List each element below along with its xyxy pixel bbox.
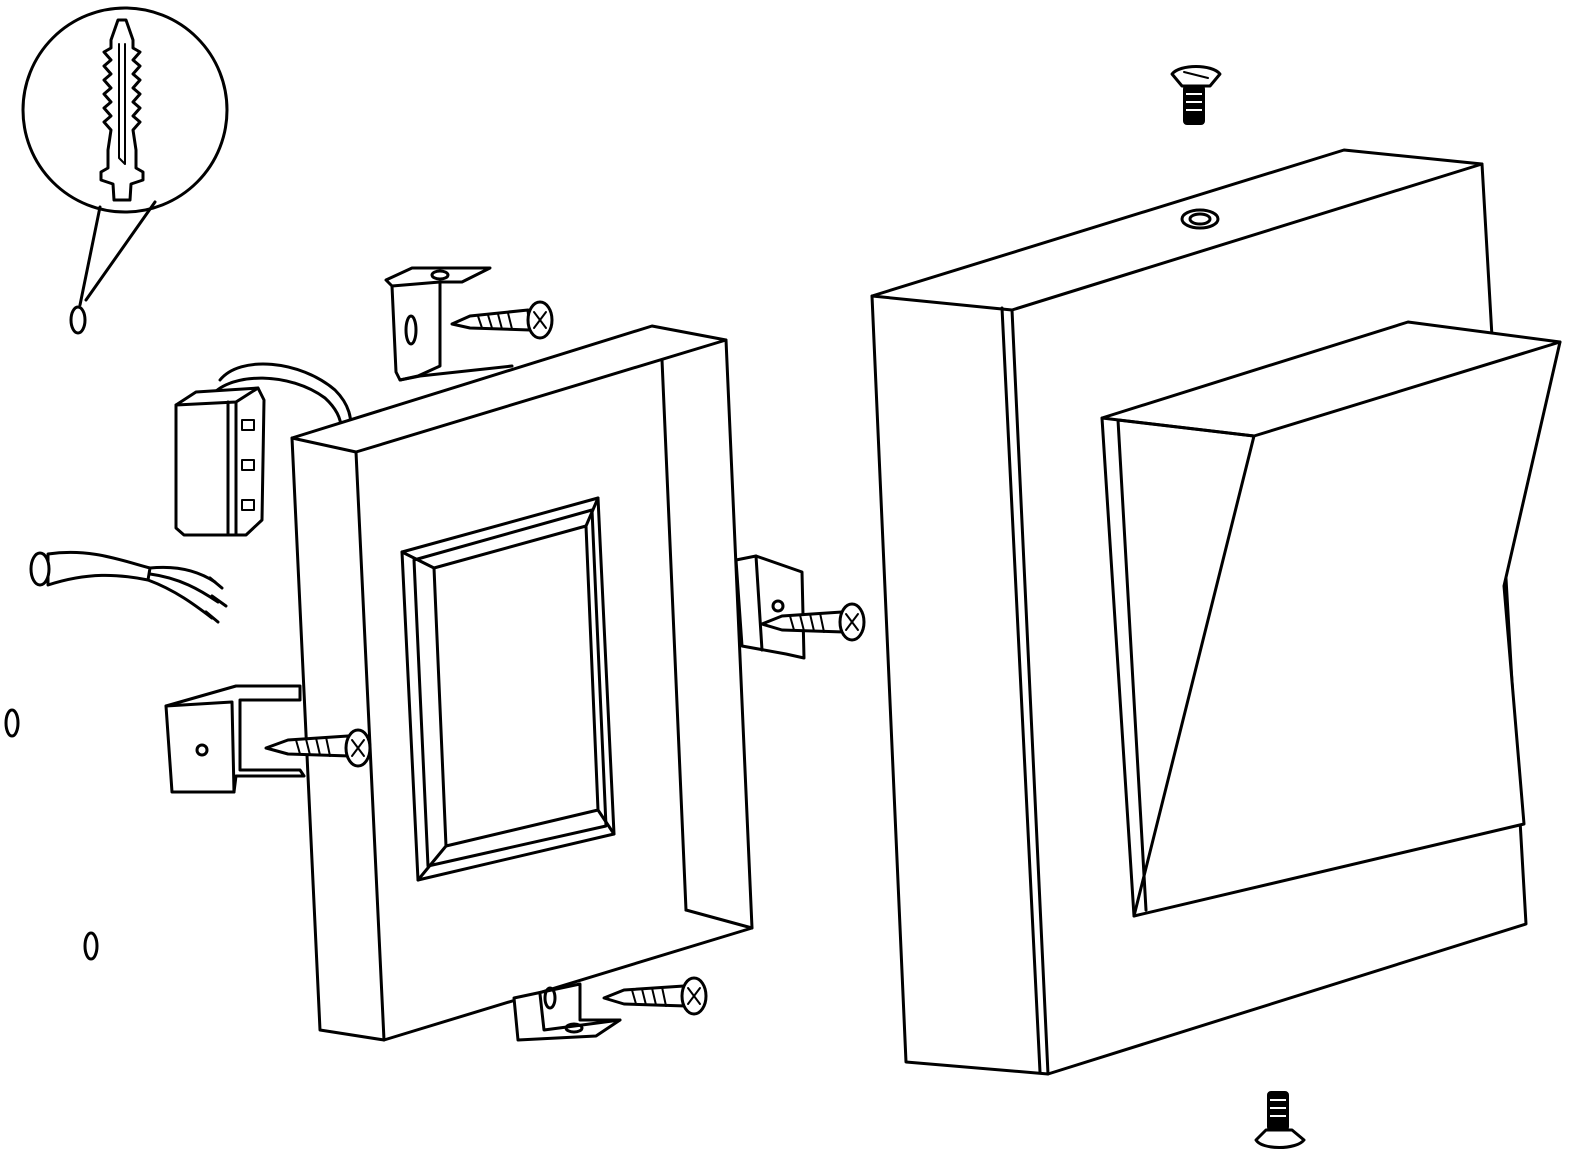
mounting-bracket: [384, 266, 514, 382]
mounting-bracket: [164, 684, 306, 794]
bracket-hole: [195, 743, 209, 757]
housing-screw: [1170, 65, 1222, 125]
terminal-screw: [241, 459, 255, 471]
wall-plug-slot: [118, 43, 126, 165]
wall-hole: [83, 931, 99, 961]
screw-thread: [1183, 85, 1205, 125]
internal-wire: [218, 362, 353, 432]
bracket-hole: [771, 599, 785, 613]
wood-screw: [602, 976, 708, 1016]
wall-hole: [4, 708, 20, 738]
bracket-slot: [543, 986, 557, 1010]
screw-hole: [1180, 208, 1220, 230]
mounting-bracket: [512, 982, 622, 1042]
detail-circle: [21, 6, 229, 214]
screw-thread: [1267, 1091, 1289, 1131]
terminal-screw: [241, 499, 255, 511]
housing-screw: [1254, 1091, 1306, 1149]
bracket-slot: [404, 314, 418, 346]
wood-screw: [450, 300, 554, 340]
led-module: [400, 496, 616, 882]
mounting-bracket: [734, 554, 806, 660]
wall-hole: [69, 305, 87, 335]
supply-cable: [29, 550, 228, 624]
cable-wire: [146, 578, 214, 620]
detail-leader-left: [78, 205, 102, 307]
terminal-screw: [241, 419, 255, 431]
cable-wire: [148, 572, 220, 604]
wall-plug-icon: [99, 18, 145, 202]
screw-head: [1254, 1128, 1306, 1149]
wood-screw: [760, 602, 866, 642]
wall-plug-detail: [21, 6, 229, 307]
detail-leader-right: [84, 200, 157, 302]
terminal-block: [174, 362, 353, 537]
lamp-housing: [870, 148, 1562, 1076]
wood-screw: [264, 728, 372, 768]
screw-head: [1170, 65, 1222, 88]
